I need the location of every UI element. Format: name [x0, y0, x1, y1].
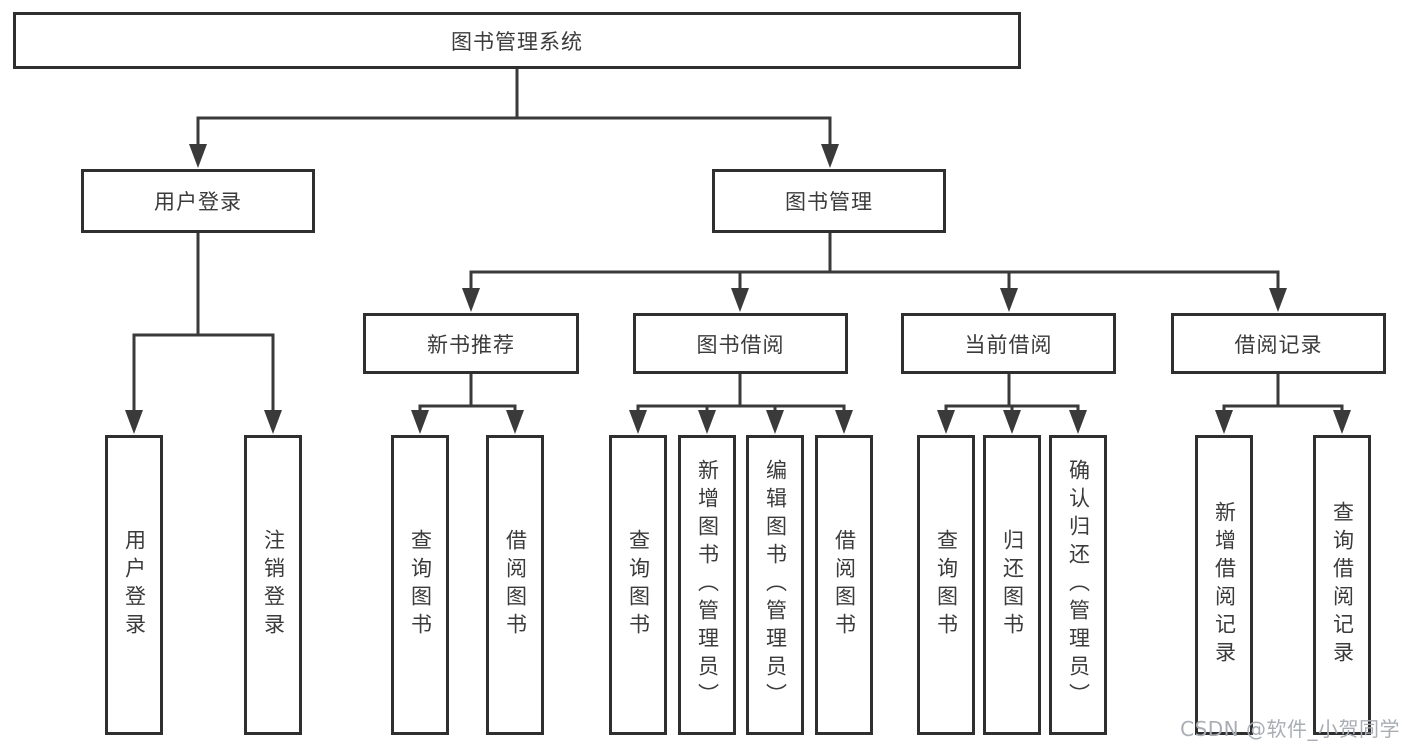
node-label: 用户登录: [154, 190, 242, 214]
node-book-management: 图书管理: [712, 169, 946, 233]
leaf-node-borrow-books-recommend: 借阅图书: [486, 435, 544, 735]
node-label: 新增借阅记录: [1212, 501, 1237, 669]
leaf-node-add-books-admin: 新增图书（管理员）: [678, 435, 736, 735]
node-label: 查询图书: [408, 529, 433, 641]
node-label: 查询借阅记录: [1330, 501, 1355, 669]
leaf-node-query-books-borrow: 查询图书: [609, 435, 667, 735]
node-label: 当前借阅: [964, 332, 1053, 357]
leaf-node-return-books: 归还图书: [983, 435, 1041, 735]
node-label: 归还图书: [1000, 529, 1025, 641]
leaf-node-query-books-current: 查询图书: [917, 435, 975, 735]
node-label: 借阅记录: [1234, 332, 1323, 357]
node-current-borrow: 当前借阅: [901, 313, 1116, 374]
leaf-node-confirm-return-admin: 确认归还（管理员）: [1049, 435, 1107, 735]
node-label: 新书推荐: [427, 332, 515, 357]
leaf-node-logout: 注销登录: [244, 435, 302, 735]
node-user-login: 用户登录: [81, 169, 315, 233]
node-label: 图书管理: [785, 190, 873, 214]
node-label: 查询图书: [626, 529, 651, 641]
leaf-node-query-books-recommend: 查询图书: [391, 435, 449, 735]
node-label: 借阅图书: [503, 529, 528, 641]
leaf-node-user-login: 用户登录: [105, 435, 163, 735]
node-book-borrow: 图书借阅: [633, 313, 848, 374]
leaf-node-query-borrow-record: 查询借阅记录: [1313, 435, 1371, 735]
leaf-node-borrow-books: 借阅图书: [815, 435, 873, 735]
node-label: 注销登录: [261, 529, 286, 641]
leaf-node-edit-books-admin: 编辑图书（管理员）: [746, 435, 804, 735]
node-new-book-recommend: 新书推荐: [363, 313, 579, 374]
node-label: 图书借阅: [696, 332, 785, 357]
node-label: 用户登录: [122, 529, 147, 641]
node-label: 查询图书: [934, 529, 959, 641]
csdn-watermark: CSDN @软件_小贺同学: [1180, 717, 1400, 741]
node-label: 新增图书（管理员）: [695, 459, 720, 711]
node-label: 借阅图书: [832, 529, 857, 641]
node-borrow-records: 借阅记录: [1171, 313, 1386, 374]
node-library-management-system: 图书管理系统: [13, 12, 1021, 69]
node-label: 图书管理系统: [451, 29, 583, 54]
node-label: 编辑图书（管理员）: [763, 459, 788, 711]
leaf-node-add-borrow-record: 新增借阅记录: [1195, 435, 1253, 735]
node-label: 确认归还（管理员）: [1066, 459, 1091, 711]
